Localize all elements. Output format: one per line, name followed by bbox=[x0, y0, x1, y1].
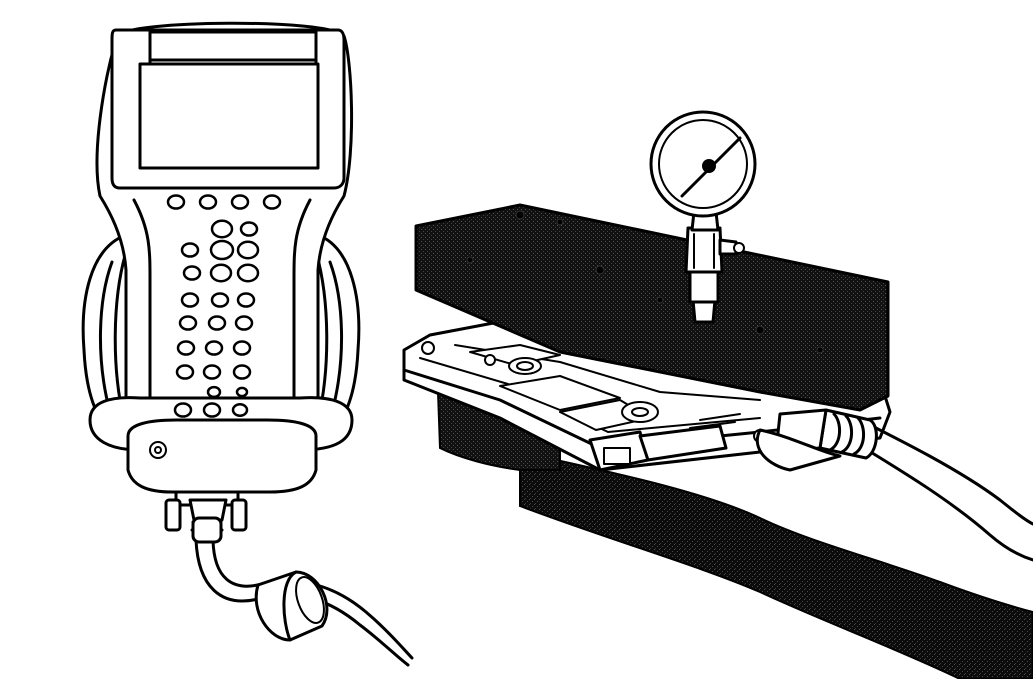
keypad-button bbox=[180, 292, 200, 308]
keypad-button bbox=[230, 194, 250, 210]
gauge-needle bbox=[680, 136, 742, 198]
wiring-harness-band bbox=[519, 450, 1033, 679]
keypad-button bbox=[182, 265, 202, 281]
pressure-gauge bbox=[649, 110, 757, 324]
keypad-button bbox=[176, 340, 196, 356]
keypad-button bbox=[202, 364, 222, 380]
ferrite-bead bbox=[254, 570, 329, 642]
valve-body-upper bbox=[414, 203, 890, 412]
keypad-button bbox=[239, 221, 259, 237]
keypad-button bbox=[236, 240, 260, 260]
keypad-button bbox=[235, 386, 249, 398]
keypad-button bbox=[207, 315, 227, 331]
keypad-button bbox=[198, 194, 218, 210]
keypad-button bbox=[209, 263, 233, 283]
valve-body-bolts bbox=[466, 210, 824, 354]
keypad-button bbox=[166, 194, 186, 210]
harness-connector bbox=[755, 408, 1033, 562]
keypad-button bbox=[232, 364, 252, 380]
keypad-button bbox=[234, 315, 254, 331]
keypad-button bbox=[204, 340, 224, 356]
scan-tool bbox=[81, 21, 414, 667]
keypad-button bbox=[236, 263, 260, 283]
keypad-button bbox=[232, 340, 252, 356]
keypad-button bbox=[175, 364, 195, 380]
keypad-button bbox=[173, 402, 193, 418]
keypad-button bbox=[210, 219, 234, 239]
keypad-button bbox=[236, 292, 256, 308]
scan-tool-keypad bbox=[166, 194, 282, 418]
keypad-button bbox=[180, 242, 200, 258]
keypad-button bbox=[262, 194, 282, 210]
scan-tool-cable bbox=[194, 538, 414, 667]
keypad-button bbox=[231, 403, 249, 417]
keypad-button bbox=[178, 315, 198, 331]
valve-body-assembly bbox=[402, 110, 1033, 562]
keypad-button bbox=[206, 385, 222, 399]
keypad-button bbox=[202, 402, 222, 418]
keypad-button bbox=[209, 239, 235, 261]
keypad-button bbox=[210, 292, 230, 308]
solenoid-connector bbox=[588, 424, 728, 472]
holster-cradle bbox=[88, 396, 354, 494]
scan-tool-screen bbox=[110, 28, 346, 190]
